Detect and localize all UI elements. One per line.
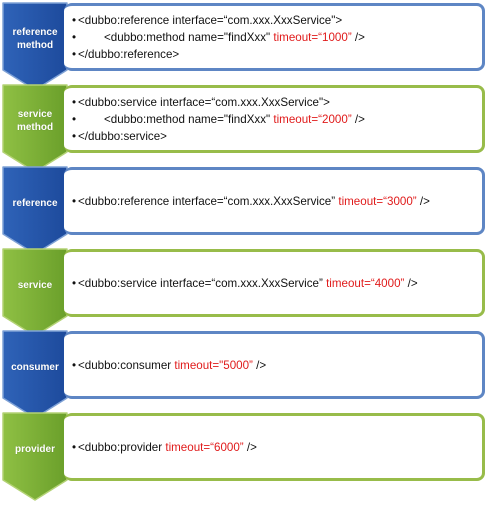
config-line: •</dubbo:service> <box>72 128 476 145</box>
config-panel: •<dubbo:service interface=“com.xxx.XxxSe… <box>64 249 485 317</box>
config-panel: •<dubbo:consumer timeout="5000” /> <box>64 331 485 399</box>
bullet: • <box>72 194 77 208</box>
timeout-attribute: timeout=“6000” <box>165 440 244 454</box>
code-text: </dubbo:service> <box>78 129 167 143</box>
config-panel: •<dubbo:service interface=“com.xxx.XxxSe… <box>64 85 485 153</box>
green-chevron-shape <box>2 412 68 501</box>
tag-close: /> <box>351 112 365 126</box>
config-lines: •<dubbo:service interface=“com.xxx.XxxSe… <box>72 88 476 150</box>
config-level-row: service method•<dubbo:service interface=… <box>0 84 491 173</box>
config-lines: •<dubbo:consumer timeout="5000” /> <box>72 334 476 396</box>
code-text: <dubbo:method name="findXxx" <box>104 112 274 126</box>
bullet: • <box>72 47 77 61</box>
bullet: • <box>72 276 77 290</box>
blue-chevron-shape <box>2 330 68 419</box>
bullet: • <box>72 30 77 44</box>
timeout-attribute: timeout=“2000” <box>273 112 352 126</box>
config-line: •<dubbo:provider timeout=“6000” /> <box>72 439 476 456</box>
config-line: •</dubbo:reference> <box>72 46 476 63</box>
blue-chevron-shape <box>2 166 68 255</box>
config-level-row: reference•<dubbo:reference interface=“co… <box>0 166 491 255</box>
timeout-attribute: timeout="5000” <box>174 358 253 372</box>
config-lines: •<dubbo:provider timeout=“6000” /> <box>72 416 476 478</box>
tag-close: /> <box>243 440 257 454</box>
code-text: <dubbo:service interface=“com.xxx.XxxSer… <box>78 95 330 109</box>
bullet: • <box>72 129 77 143</box>
config-panel: •<dubbo:reference interface=“com.xxx.Xxx… <box>64 3 485 71</box>
config-line: • <dubbo:method name="findXxx" timeout=“2… <box>72 111 476 128</box>
bullet: • <box>72 95 77 109</box>
bullet: • <box>72 112 77 126</box>
config-panel: •<dubbo:reference interface=“com.xxx.Xxx… <box>64 167 485 235</box>
code-text: <dubbo:method name="findXxx" <box>104 30 274 44</box>
config-line: •<dubbo:service interface=“com.xxx.XxxSe… <box>72 275 476 292</box>
config-line: •<dubbo:consumer timeout="5000” /> <box>72 357 476 374</box>
code-text: <dubbo:consumer <box>78 358 175 372</box>
timeout-attribute: timeout=“3000” <box>338 194 417 208</box>
config-line: •<dubbo:reference interface=“com.xxx.Xxx… <box>72 12 476 29</box>
config-level-row: consumer•<dubbo:consumer timeout="5000” … <box>0 330 491 419</box>
tag-close: /> <box>404 276 418 290</box>
tag-close: /> <box>416 194 430 208</box>
config-level-row: service•<dubbo:service interface=“com.xx… <box>0 248 491 337</box>
config-line: •<dubbo:service interface=“com.xxx.XxxSe… <box>72 94 476 111</box>
config-level-row: reference method•<dubbo:reference interf… <box>0 2 491 91</box>
green-chevron-shape <box>2 248 68 337</box>
green-chevron-shape <box>2 84 68 173</box>
blue-chevron-shape <box>2 2 68 91</box>
config-lines: •<dubbo:service interface=“com.xxx.XxxSe… <box>72 252 476 314</box>
tag-close: /> <box>351 30 365 44</box>
code-text: <dubbo:provider <box>78 440 166 454</box>
bullet: • <box>72 13 77 27</box>
config-panel: •<dubbo:provider timeout=“6000” /> <box>64 413 485 481</box>
timeout-attribute: timeout=“1000” <box>273 30 352 44</box>
code-text: <dubbo:reference interface=“com.xxx.XxxS… <box>78 13 343 27</box>
code-text: </dubbo:reference> <box>78 47 180 61</box>
config-lines: •<dubbo:reference interface=“com.xxx.Xxx… <box>72 6 476 68</box>
tag-close: /> <box>252 358 267 372</box>
config-line: •<dubbo:reference interface=“com.xxx.Xxx… <box>72 193 476 210</box>
code-text: <dubbo:service interface=“com.xxx.XxxSer… <box>78 276 327 290</box>
bullet: • <box>72 358 77 372</box>
config-line: • <dubbo:method name="findXxx" timeout=“1… <box>72 29 476 46</box>
config-lines: •<dubbo:reference interface=“com.xxx.Xxx… <box>72 170 476 232</box>
timeout-attribute: timeout=“4000” <box>326 276 405 290</box>
bullet: • <box>72 440 77 454</box>
config-level-row: provider•<dubbo:provider timeout=“6000” … <box>0 412 491 501</box>
code-text: <dubbo:reference interface=“com.xxx.XxxS… <box>78 194 339 208</box>
